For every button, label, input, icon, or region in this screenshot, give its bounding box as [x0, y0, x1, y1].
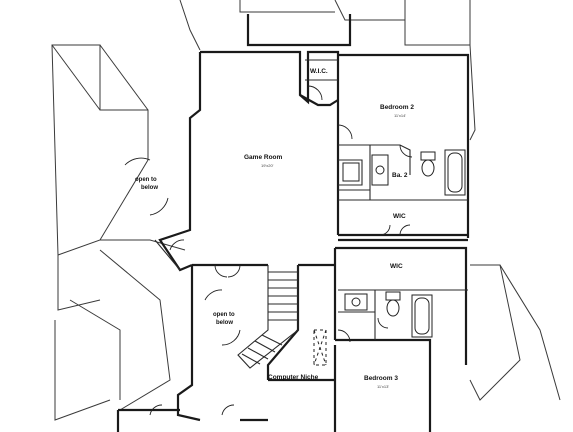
label-bath-2: Ba. 2	[392, 172, 408, 179]
computer-niche-desk	[313, 329, 327, 366]
label-wic-mid: WIC	[393, 213, 406, 220]
label-game-room: Game Room	[244, 154, 283, 161]
shower-1	[342, 162, 360, 182]
label-open-below-left-2: below	[141, 185, 158, 191]
label-bedroom-2: Bedroom 2	[380, 104, 414, 111]
label-open-below-left-1: open to	[135, 177, 157, 183]
label-wic-lower: WIC	[390, 263, 403, 270]
label-open-below-center-2: below	[216, 320, 233, 326]
exterior-walls	[116, 14, 470, 432]
open-to-below-arrows	[124, 157, 241, 346]
interior-walls	[154, 59, 468, 340]
label-bedroom-3: Bedroom 3	[364, 375, 398, 382]
label-bedroom-3-size: 11'x13'	[377, 384, 389, 389]
roof-lines	[51, 0, 561, 421]
label-wic-top: W.I.C.	[310, 68, 328, 75]
label-open-below-center-1: open to	[213, 312, 235, 318]
label-bedroom-2-size: 11'x14'	[394, 113, 406, 118]
doors	[149, 85, 413, 416]
toilet-1	[420, 151, 436, 161]
staircase	[237, 265, 299, 369]
toilet-2	[385, 291, 401, 301]
label-computer-niche: Computer Niche	[268, 374, 319, 381]
bathroom-fixtures	[342, 149, 466, 338]
label-game-room-size: 19'x20'	[261, 163, 274, 168]
